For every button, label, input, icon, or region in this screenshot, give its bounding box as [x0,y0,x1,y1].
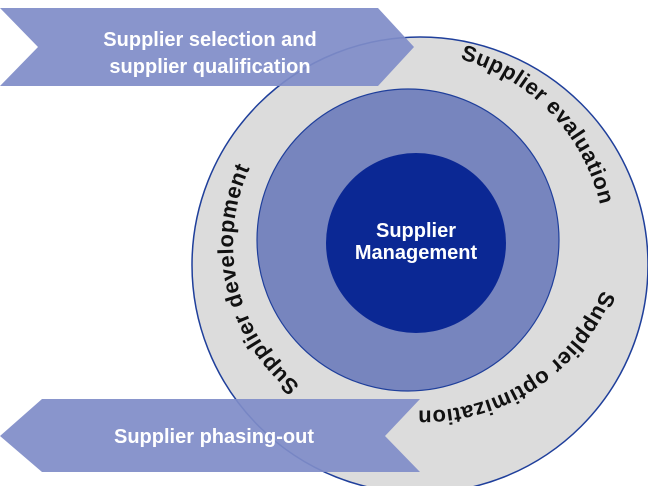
phasing-out-arrow [0,399,420,472]
center-label-line2: Management [355,242,478,264]
center-label-line1: Supplier [376,220,456,242]
selection-arrow [0,8,414,86]
selection-label-line1: Supplier selection and [103,29,316,51]
inner-circle [326,153,506,333]
phasing-out-label: Supplier phasing-out [114,426,314,448]
selection-label-line2: supplier qualification [109,56,310,78]
